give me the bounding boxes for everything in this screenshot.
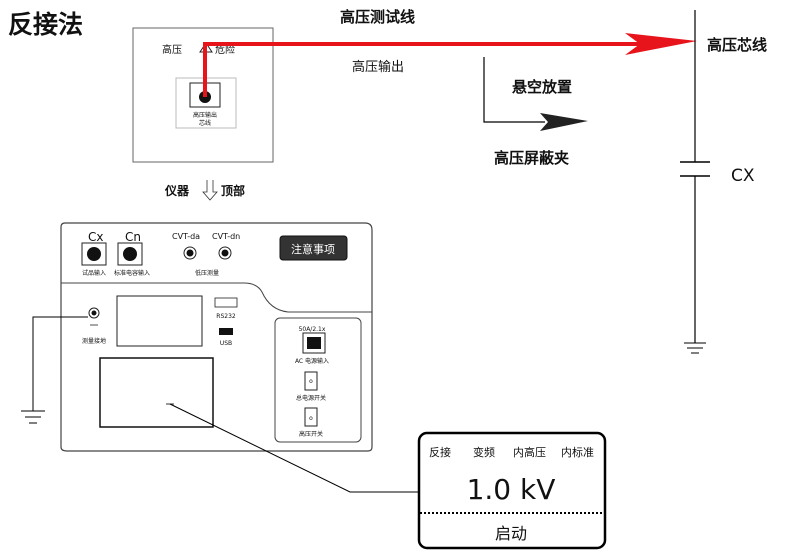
- socket-label-2: 芯线: [199, 119, 211, 127]
- cn-sub-label: 标准电容输入: [114, 269, 150, 277]
- right-ground-icon: [684, 342, 706, 354]
- hv-test-line-arrowhead: [625, 33, 697, 55]
- hv-core-line-label: 高压芯线: [707, 36, 767, 54]
- main-switch-label: 总电源开关: [296, 394, 326, 402]
- cx-sub-label: 试品输入: [82, 269, 106, 277]
- start-button[interactable]: 启动: [495, 524, 527, 543]
- ground-terminal-label: 测量接地: [82, 337, 106, 345]
- rs232-label: RS232: [216, 313, 236, 320]
- top-part-label: 顶部: [221, 183, 245, 198]
- diagram-title: 反接法: [8, 10, 83, 39]
- mode-internal-hv[interactable]: 内高压: [513, 445, 546, 459]
- cvt-sub-label: 低压测量: [195, 269, 219, 277]
- mode-internal-std[interactable]: 内标准: [561, 445, 594, 459]
- ground-terminal[interactable]: [91, 310, 97, 316]
- cvt-dn-label: CVT-dn: [212, 232, 240, 241]
- power-spec-label: 50A/2.1x: [299, 326, 326, 333]
- usb-port[interactable]: [219, 328, 233, 335]
- display-mode-row: 反接 变频 内高压 内标准: [429, 445, 594, 459]
- hv-test-line: [203, 42, 640, 97]
- rs232-port[interactable]: [214, 297, 238, 308]
- cn-connector-label: Cn: [125, 230, 141, 244]
- voltage-readout: 1.0 kV: [467, 473, 556, 506]
- zoomed-display: [417, 431, 607, 550]
- hv-switch-label: 高压开关: [299, 430, 323, 438]
- cx-label: CX: [731, 166, 755, 186]
- panel-divider: [61, 282, 372, 313]
- cn-input-connector[interactable]: [123, 247, 137, 261]
- mode-variable-freq[interactable]: 变频: [473, 445, 495, 459]
- cx-input-connector[interactable]: [87, 247, 101, 261]
- ground-wire: [32, 316, 88, 411]
- cx-connector-label: Cx: [88, 230, 103, 244]
- hv-power-switch[interactable]: [304, 407, 318, 427]
- cvt-da-connector[interactable]: [186, 249, 194, 257]
- ac-power-socket[interactable]: [307, 337, 321, 349]
- switch-mark-1: o: [309, 378, 313, 385]
- hv-shield-clip-label: 高压屏蔽夹: [494, 149, 569, 167]
- shield-wire: [483, 57, 545, 123]
- shield-clip-arrowhead: [540, 113, 588, 131]
- notice-button-label: 注意事项: [291, 242, 335, 256]
- suspend-label: 悬空放置: [512, 78, 572, 96]
- main-power-switch[interactable]: [304, 371, 318, 391]
- mode-reverse[interactable]: 反接: [429, 446, 451, 459]
- left-ground-icon: [21, 410, 45, 424]
- panel-screen: [116, 295, 203, 347]
- top-hv-label: 高压: [162, 43, 182, 56]
- power-section: [274, 317, 362, 443]
- cvt-dn-connector[interactable]: [221, 249, 229, 257]
- hv-test-line-label: 高压测试线: [340, 8, 415, 26]
- socket-label-1: 高压输出: [193, 111, 217, 119]
- top-danger-label: 危险: [215, 43, 235, 56]
- down-arrow-icon: [202, 180, 218, 201]
- power-input-label: AC 电源输入: [295, 357, 329, 365]
- instrument-label: 仪器: [164, 184, 190, 198]
- display-leader-line: [169, 403, 420, 493]
- cvt-da-label: CVT-da: [172, 232, 200, 241]
- hv-output-label: 高压输出: [352, 59, 404, 75]
- usb-label: USB: [220, 340, 232, 347]
- switch-mark-2: o: [309, 415, 313, 422]
- notice-button[interactable]: [279, 235, 348, 261]
